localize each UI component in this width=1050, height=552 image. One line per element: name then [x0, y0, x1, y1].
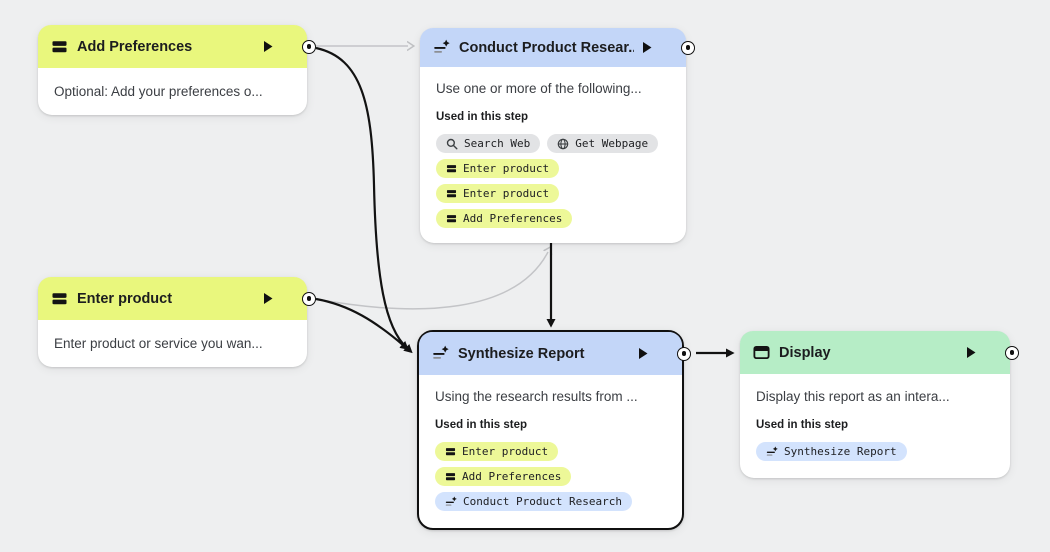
node-header: Conduct Product Resear... — [420, 28, 695, 67]
node-header: Add Preferences — [38, 25, 316, 68]
edge-enterproduct-synthesize — [315, 297, 409, 350]
node-description: Using the research results from ... — [435, 389, 638, 404]
chip-label: Enter product — [463, 187, 550, 200]
display-icon — [753, 344, 770, 361]
output-port[interactable] — [677, 346, 691, 361]
chip-list: Synthesize Report — [756, 442, 994, 461]
run-step-button[interactable] — [639, 348, 648, 359]
node-description: Display this report as an intera... — [756, 389, 950, 404]
chip-synthesize-report[interactable]: Synthesize Report — [756, 442, 907, 461]
search-icon — [446, 138, 458, 150]
node-enter-product[interactable]: Enter product Enter product or service y… — [38, 277, 316, 367]
chip-enter-product[interactable]: Enter product — [436, 184, 560, 203]
generate-icon — [432, 345, 449, 362]
chip-enter-product[interactable]: Enter product — [435, 442, 559, 461]
run-step-button[interactable] — [967, 347, 976, 358]
chip-label: Synthesize Report — [784, 445, 897, 458]
chip-get-webpage[interactable]: Get Webpage — [547, 134, 659, 153]
node-title: Synthesize Report — [458, 345, 585, 362]
generate-icon — [766, 446, 778, 458]
node-description: Use one or more of the following... — [436, 81, 642, 96]
run-step-button[interactable] — [264, 41, 273, 52]
node-title: Display — [779, 344, 831, 361]
used-in-step-label: Used in this step — [436, 111, 529, 123]
node-display[interactable]: Display Display this report as an intera… — [740, 331, 1019, 478]
chip-search-web[interactable]: Search Web — [436, 134, 541, 153]
node-header: Display — [740, 331, 1019, 374]
chip-label: Enter product — [462, 445, 549, 458]
output-port[interactable] — [302, 39, 316, 54]
chip-label: Search Web — [464, 137, 531, 150]
node-header: Synthesize Report — [419, 332, 691, 375]
user-input-icon — [446, 188, 457, 199]
chip-label: Add Preferences — [463, 212, 563, 225]
chip-add-preferences[interactable]: Add Preferences — [435, 467, 572, 486]
edge-enterproduct-research — [315, 252, 548, 310]
user-input-icon — [445, 471, 456, 482]
edge-addpreferences-synthesize — [315, 46, 413, 354]
node-description: Optional: Add your preferences o... — [54, 84, 263, 99]
generate-icon — [445, 496, 457, 508]
node-header: Enter product — [38, 277, 316, 320]
node-title: Enter product — [77, 290, 173, 307]
chip-label: Get Webpage — [575, 137, 649, 150]
run-step-button[interactable] — [643, 42, 652, 53]
output-port[interactable] — [681, 40, 695, 55]
chip-list: Enter product Add Preferences Conduct Pr… — [435, 442, 666, 511]
chip-label: Enter product — [463, 162, 550, 175]
chip-enter-product[interactable]: Enter product — [436, 159, 560, 178]
chip-list: Search Web Get Webpage Enter product — [436, 134, 670, 228]
node-description: Enter product or service you wan... — [54, 336, 263, 351]
node-add-preferences[interactable]: Add Preferences Optional: Add your prefe… — [38, 25, 316, 115]
user-input-icon — [446, 163, 457, 174]
output-port[interactable] — [1005, 345, 1019, 360]
generate-icon — [433, 39, 450, 56]
chip-add-preferences[interactable]: Add Preferences — [436, 209, 573, 228]
used-in-step-label: Used in this step — [435, 419, 528, 431]
run-step-button[interactable] — [264, 293, 273, 304]
user-input-icon — [445, 446, 456, 457]
node-title: Conduct Product Resear... — [459, 39, 634, 56]
chip-conduct-product-research[interactable]: Conduct Product Research — [435, 492, 632, 511]
node-conduct-product-research[interactable]: Conduct Product Resear... Use one or mor… — [420, 28, 695, 243]
chip-label: Conduct Product Research — [463, 495, 622, 508]
node-synthesize-report[interactable]: Synthesize Report Using the research res… — [417, 330, 691, 530]
globe-icon — [557, 138, 569, 150]
chip-label: Add Preferences — [462, 470, 562, 483]
used-in-step-label: Used in this step — [756, 419, 849, 431]
node-title: Add Preferences — [77, 38, 193, 55]
user-input-icon — [51, 290, 68, 307]
user-input-icon — [446, 213, 457, 224]
user-input-icon — [51, 38, 68, 55]
output-port[interactable] — [302, 291, 316, 306]
